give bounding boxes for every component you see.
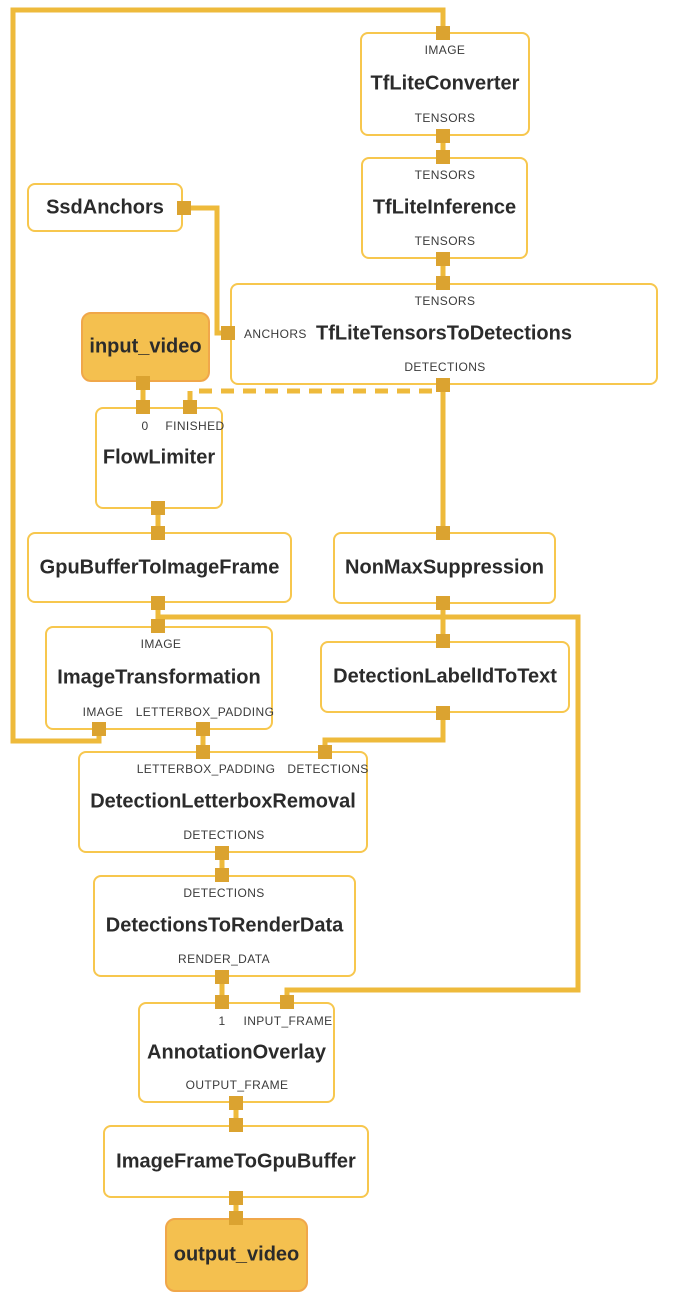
node-gpu-buffer-to-image-frame[interactable]: GpuBufferToImageFrame (27, 532, 292, 603)
input-port-label: 0 (141, 419, 149, 433)
output-port-label: TENSORS (414, 234, 476, 248)
node-title: TfLiteTensorsToDetections (316, 322, 572, 345)
input-port-label: FINISHED (165, 419, 225, 433)
port (229, 1096, 243, 1110)
output-port-label: IMAGE (82, 705, 124, 719)
input-port-label: TENSORS (414, 168, 476, 182)
port (436, 129, 450, 143)
node-title: NonMaxSuppression (345, 556, 544, 579)
input-port-label: IMAGE (424, 43, 466, 57)
port (215, 846, 229, 860)
node-title: DetectionsToRenderData (105, 914, 344, 937)
port (436, 634, 450, 648)
node-title: TfLiteInference (372, 196, 517, 219)
node-title: input_video (89, 335, 202, 358)
port (151, 501, 165, 515)
output-port-label: TENSORS (414, 111, 476, 125)
node-tflite-inference[interactable]: TENSORS TfLiteInference TENSORS (361, 157, 528, 259)
port (436, 276, 450, 290)
port (215, 995, 229, 1009)
port (196, 722, 210, 736)
node-title: AnnotationOverlay (147, 1041, 326, 1063)
node-output-video-stream[interactable]: output_video (165, 1218, 308, 1292)
node-title: DetectionLabelIdToText (333, 665, 557, 688)
port (436, 526, 450, 540)
port (177, 201, 191, 215)
node-detections-to-render-data[interactable]: DETECTIONS DetectionsToRenderData RENDER… (93, 875, 356, 977)
port (92, 722, 106, 736)
output-port-label: DETECTIONS (183, 828, 265, 842)
port (436, 706, 450, 720)
node-detection-letterbox-removal[interactable]: LETTERBOX_PADDING DETECTIONS DetectionLe… (78, 751, 368, 853)
port (229, 1191, 243, 1205)
port (436, 596, 450, 610)
edge-detections-to-finished-backedge (187, 388, 443, 404)
input-port-label: TENSORS (414, 294, 476, 308)
node-flow-limiter[interactable]: 0 FINISHED FlowLimiter (95, 407, 225, 509)
port (215, 970, 229, 984)
port (151, 596, 165, 610)
port (229, 1211, 243, 1225)
port (183, 400, 197, 414)
port (436, 378, 450, 392)
node-title: GpuBufferToImageFrame (39, 556, 280, 578)
input-port-label: LETTERBOX_PADDING (136, 762, 276, 776)
node-title: DetectionLetterboxRemoval (90, 790, 356, 813)
output-port-label: LETTERBOX_PADDING (135, 705, 275, 719)
edge-gpubuffer-to-annotationoverlay-inputframe (158, 614, 581, 1000)
node-non-max-suppression[interactable]: NonMaxSuppression (333, 532, 556, 604)
node-title: ImageFrameToGpuBuffer (116, 1150, 356, 1172)
input-port-label: DETECTIONS (183, 886, 265, 900)
port (136, 400, 150, 414)
input-port-label: ANCHORS (244, 327, 307, 341)
node-title: output_video (173, 1243, 300, 1266)
output-port-label: OUTPUT_FRAME (185, 1078, 289, 1092)
port (151, 619, 165, 633)
node-title: TfLiteConverter (370, 72, 520, 95)
node-input-video-stream[interactable]: input_video (81, 312, 210, 382)
port (215, 868, 229, 882)
port (221, 326, 235, 340)
port (436, 252, 450, 266)
output-port-label: DETECTIONS (404, 360, 486, 374)
port (436, 26, 450, 40)
port (436, 150, 450, 164)
port (318, 745, 332, 759)
output-port-label: RENDER_DATA (178, 952, 270, 966)
port (136, 376, 150, 390)
node-title: FlowLimiter (102, 446, 216, 469)
input-port-label: 1 (218, 1014, 226, 1028)
node-ssd-anchors[interactable]: SsdAnchors (27, 183, 183, 232)
input-port-label: DETECTIONS (287, 762, 369, 776)
port (229, 1118, 243, 1132)
port (151, 526, 165, 540)
input-port-label: INPUT_FRAME (243, 1014, 333, 1028)
edge-imagetransformation-image-to-tfliteconverter (10, 7, 446, 744)
node-image-frame-to-gpu-buffer[interactable]: ImageFrameToGpuBuffer (103, 1125, 369, 1198)
port (280, 995, 294, 1009)
node-image-transformation[interactable]: IMAGE ImageTransformation IMAGE LETTERBO… (45, 626, 275, 730)
port (196, 745, 210, 759)
node-title: ImageTransformation (57, 666, 261, 689)
edge-detectionlabelidtotext-to-letterboxremoval (322, 710, 446, 749)
input-port-label: IMAGE (140, 637, 182, 651)
node-annotation-overlay[interactable]: 1 INPUT_FRAME AnnotationOverlay OUTPUT_F… (138, 1002, 335, 1103)
node-title: SsdAnchors (46, 196, 164, 218)
